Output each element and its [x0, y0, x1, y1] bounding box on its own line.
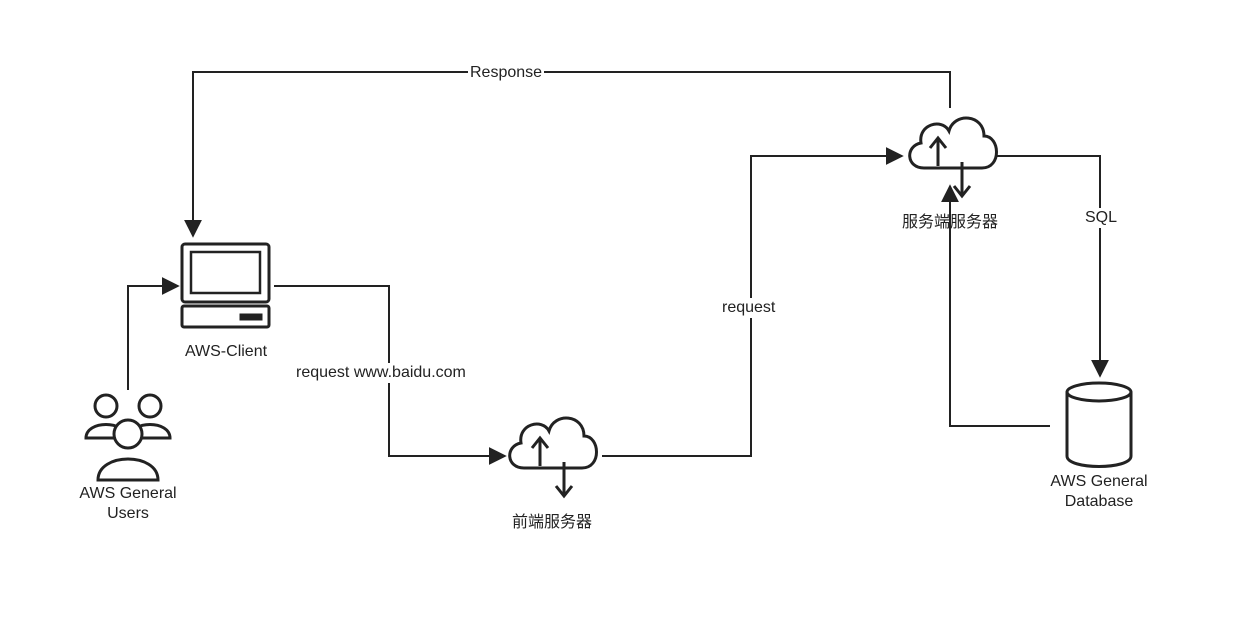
- frontend-cloud-icon: [508, 416, 598, 499]
- edge-response: [184, 71, 951, 238]
- users-icon: [84, 393, 172, 482]
- node-label-database-line1: AWS General: [1050, 473, 1148, 490]
- edge-label-sql: SQL: [1083, 208, 1120, 228]
- node-label-users-line2: Users: [107, 505, 149, 522]
- database-icon: [1065, 381, 1133, 468]
- edge-label-response: Response: [468, 63, 545, 83]
- edge-users-to-client: [127, 277, 180, 390]
- backend-cloud-icon: [908, 116, 998, 199]
- edge-sql: [996, 155, 1109, 378]
- node-label-client: AWS-Client: [184, 343, 268, 360]
- node-label-users: AWS General Users: [58, 484, 198, 524]
- node-label-users-line1: AWS General: [79, 485, 177, 502]
- computer-icon: [180, 242, 271, 329]
- node-label-database-line2: Database: [1064, 493, 1134, 510]
- edge-db-to-server: [941, 184, 1050, 427]
- node-label-database: AWS General Database: [1029, 472, 1169, 512]
- node-label-backend-server: 服务端服务器: [901, 214, 998, 231]
- node-label-frontend-server: 前端服务器: [511, 514, 592, 531]
- edge-label-client-request: request www.baidu.com: [294, 363, 468, 383]
- edge-label-server-request: request: [720, 298, 778, 318]
